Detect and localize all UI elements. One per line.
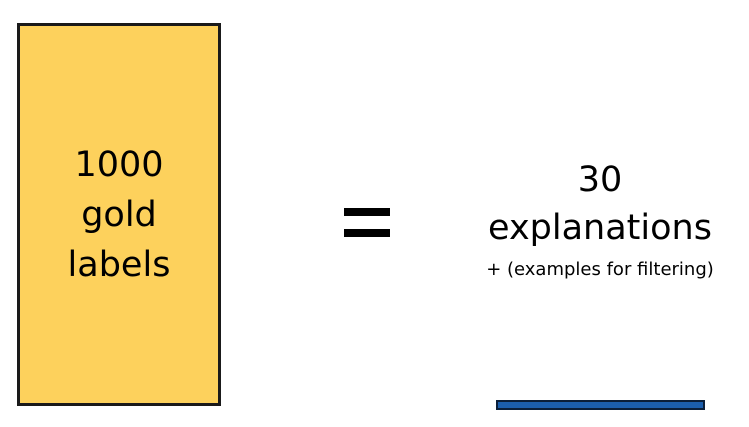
equals-bar-top [344, 208, 390, 216]
gold-labels-line-3: labels [67, 244, 171, 285]
explanations-text: 30 explanations + (examples for filterin… [440, 156, 749, 284]
explanations-word: explanations [488, 208, 712, 248]
explanations-count: 30 [577, 160, 623, 200]
gold-labels-text: 1000 gold labels [20, 140, 218, 290]
examples-note: + (examples for filtering) [486, 259, 714, 280]
gold-labels-line-1: 1000 [74, 144, 164, 185]
gold-labels-box: 1000 gold labels [17, 23, 221, 406]
explanations-bar [496, 400, 705, 410]
equals-sign [344, 208, 390, 237]
equals-bar-bottom [344, 229, 390, 237]
gold-labels-line-2: gold [81, 194, 157, 235]
